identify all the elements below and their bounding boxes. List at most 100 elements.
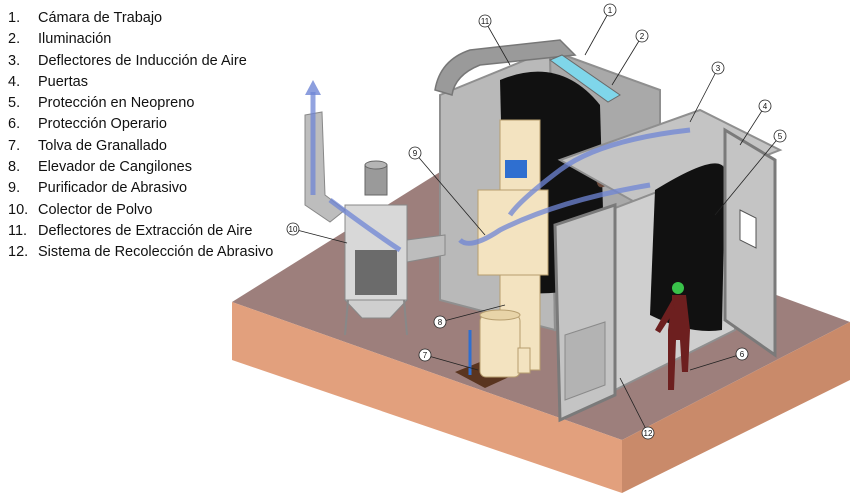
leader-line bbox=[689, 353, 743, 371]
legend-number: 8. bbox=[8, 159, 21, 176]
legend-label: Protección Operario bbox=[38, 116, 167, 133]
collector-fan-top bbox=[364, 160, 388, 170]
purifier-motor bbox=[505, 160, 527, 178]
legend-label: Puertas bbox=[38, 73, 88, 90]
callout-label: 9 bbox=[413, 149, 418, 158]
legend-label: Deflectores de Inducción de Aire bbox=[38, 52, 247, 69]
operator-helmet bbox=[672, 282, 684, 294]
collector-duct bbox=[406, 234, 446, 263]
legend-number: 5. bbox=[8, 95, 21, 112]
legend-number: 6. bbox=[8, 116, 21, 133]
legend-item: 4. Puertas bbox=[8, 72, 273, 93]
legend-item: 5. Protección en Neopreno bbox=[8, 93, 273, 114]
leader-line bbox=[414, 152, 486, 236]
legend-number: 7. bbox=[8, 137, 21, 154]
operator-body bbox=[668, 295, 690, 390]
hopper-top bbox=[479, 309, 521, 321]
callout-circle bbox=[286, 222, 300, 236]
collector-filter bbox=[355, 250, 397, 295]
leader-line bbox=[611, 35, 643, 86]
callout-label: 4 bbox=[763, 102, 768, 111]
doors bbox=[553, 127, 777, 423]
callout-circle bbox=[635, 29, 649, 43]
blast-hopper bbox=[468, 309, 531, 378]
callout-circle bbox=[773, 129, 787, 143]
callout-circle bbox=[418, 348, 432, 362]
legend-label: Elevador de Cangilones bbox=[38, 159, 192, 176]
airflow bbox=[310, 92, 691, 253]
legend-number: 12. bbox=[8, 244, 29, 261]
lamp-tube bbox=[548, 54, 621, 103]
leader-line bbox=[439, 304, 506, 323]
legend-number: 2. bbox=[8, 31, 21, 48]
legend-list: 1. Cámara de Trabajo 2. Iluminación 3. Defl… bbox=[8, 8, 273, 264]
legend-item: 3. Deflectores de Inducción de Aire bbox=[8, 51, 273, 72]
extraction-deflector-duct bbox=[434, 39, 577, 96]
callout-circle bbox=[433, 315, 447, 329]
legend-item: 12. Sistema de Recolección de Abrasivo bbox=[8, 242, 273, 263]
operator-figure bbox=[655, 282, 690, 390]
legend-number: 3. bbox=[8, 52, 21, 69]
callout-label: 7 bbox=[423, 351, 428, 360]
hopper-tank bbox=[479, 314, 521, 378]
callout-circle bbox=[735, 347, 749, 361]
callout-label: 11 bbox=[481, 17, 490, 26]
legend-label: Cámara de Trabajo bbox=[38, 10, 163, 26]
callout-label: 3 bbox=[716, 64, 721, 73]
legend-item: 10. Colector de Polvo bbox=[8, 200, 273, 221]
legend-label: Tolva de Granallado bbox=[38, 137, 167, 154]
collector-leg bbox=[403, 299, 408, 336]
callout-circle bbox=[408, 146, 422, 160]
collector-leg bbox=[344, 299, 349, 336]
collector-hopper bbox=[343, 299, 409, 319]
leader-line bbox=[714, 135, 781, 216]
abrasive-purifier bbox=[477, 189, 549, 276]
callout-label: 1 bbox=[608, 6, 613, 15]
legend-item: 8. Elevador de Cangilones bbox=[8, 157, 273, 178]
legend-label: Iluminación bbox=[38, 31, 112, 48]
callout-circle bbox=[758, 99, 772, 113]
legend-label: Sistema de Recolección de Abrasivo bbox=[38, 244, 274, 261]
callout-label: 8 bbox=[438, 318, 443, 327]
callout-circle bbox=[711, 61, 725, 75]
airflow-arrowhead bbox=[305, 80, 321, 95]
callout-circle bbox=[641, 426, 655, 440]
door-left-panel bbox=[564, 321, 606, 401]
leader-line bbox=[292, 228, 348, 244]
legend-item: 2. Iluminación bbox=[8, 29, 273, 50]
legend-item: 6. Protección Operario bbox=[8, 114, 273, 135]
legend-number: 9. bbox=[8, 180, 21, 197]
leader-line bbox=[484, 20, 511, 66]
legend-number: 10. bbox=[8, 201, 29, 218]
leader-line bbox=[584, 9, 611, 56]
floor-side bbox=[622, 322, 850, 493]
door-window bbox=[739, 209, 757, 249]
legend-label: Protección en Neopreno bbox=[38, 95, 195, 112]
callout-label: 6 bbox=[740, 350, 745, 359]
leader-line bbox=[619, 377, 649, 434]
hopper-valve bbox=[517, 347, 531, 374]
callout-label: 12 bbox=[644, 429, 653, 438]
legend-label: Purificador de Abrasivo bbox=[38, 180, 188, 197]
callout-label: 5 bbox=[778, 132, 783, 141]
legend-label: Deflectores de Extracción de Aire bbox=[38, 222, 253, 239]
callout-label: 10 bbox=[289, 225, 298, 234]
legend-item: 1. Cámara de Trabajo bbox=[8, 8, 273, 29]
leader-line bbox=[689, 67, 719, 123]
legend-item: 9. Purificador de Abrasivo bbox=[8, 178, 273, 199]
airflow-arrow bbox=[328, 197, 402, 253]
airflow-arrow bbox=[458, 182, 651, 246]
leader-line bbox=[739, 105, 766, 146]
legend-number: 11. bbox=[8, 222, 28, 239]
callout-circle bbox=[603, 3, 617, 17]
legend-number: 4. bbox=[8, 73, 21, 90]
floor-front bbox=[232, 302, 622, 493]
legend-number: 1. bbox=[8, 10, 21, 26]
airflow-arrow bbox=[507, 127, 691, 217]
legend-item: 7. Tolva de Granallado bbox=[8, 136, 273, 157]
callouts: 1 2 3 4 5 6 7 8 9 10 11 12 bbox=[286, 3, 787, 440]
legend-item: 11. Deflectores de Extracción de Aire bbox=[8, 221, 273, 242]
legend-label: Colector de Polvo bbox=[38, 201, 153, 218]
operator-arm bbox=[655, 300, 675, 333]
